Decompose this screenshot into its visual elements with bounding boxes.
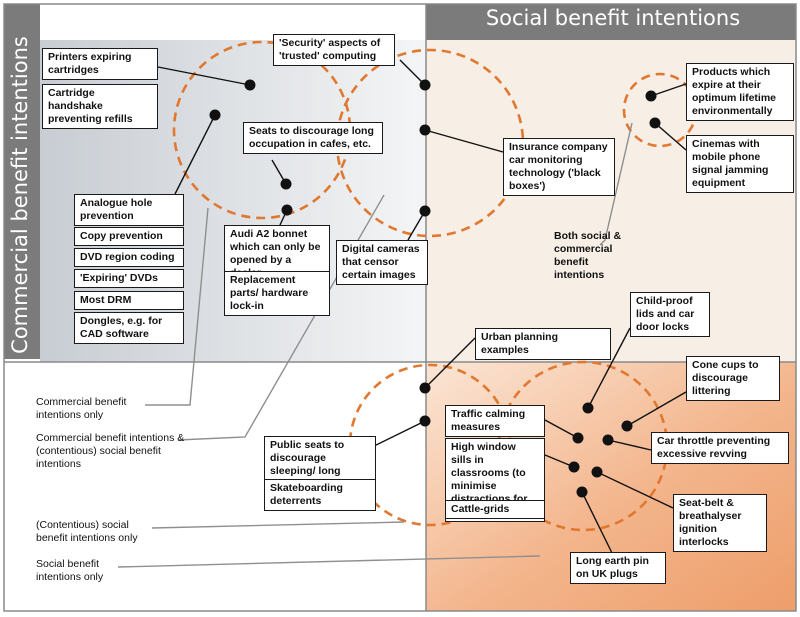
leader-both [599, 122, 633, 246]
legend-social-only: Social benefit intentions only [36, 558, 104, 583]
legend-contentious-social: (Contentious) social benefit intentions … [36, 519, 138, 544]
label-cinemas: Cinemas with mobile phone signal jamming… [686, 135, 794, 193]
dot-insurance [419, 124, 431, 136]
dot-earthpin [576, 486, 588, 498]
connector-traffic [544, 419, 579, 439]
connector-cinemas [654, 122, 687, 151]
label-throttle: Car throttle preventing excessive revvin… [651, 432, 789, 464]
dot-cone [621, 420, 633, 432]
commercial-header-band [4, 4, 40, 359]
dot-traffic [572, 432, 584, 444]
commercial-benefit-header-wrap: Commercial benefit intentions [5, 35, 35, 355]
connector-earthpin [581, 491, 613, 554]
label-traffic: Traffic calming measures [445, 405, 545, 437]
dot-public-seats [419, 415, 431, 427]
dot-childproof [582, 402, 594, 414]
label-security: 'Security' aspects of 'trusted' computin… [273, 34, 395, 66]
label-copy: Copy prevention [74, 227, 184, 246]
dot-urban [419, 382, 431, 394]
social-header-band [426, 4, 796, 40]
label-insurance: Insurance company car monitoring technol… [503, 138, 615, 196]
dot-cameras [419, 205, 431, 217]
dot-seatbelt [591, 466, 603, 478]
connector-urban [424, 337, 476, 389]
social-benefit-header: Social benefit intentions [485, 6, 741, 30]
label-seatbelt: Seat-belt & breathalyser ignition interl… [673, 494, 767, 552]
dot-printers [244, 79, 256, 91]
legend-both: Both social & commercial benefit intenti… [554, 230, 622, 281]
leader-commercial-only [145, 207, 209, 406]
connector-childproof [587, 327, 631, 409]
connector-seatbelt [596, 471, 674, 509]
dot-window [568, 461, 580, 473]
label-earthpin: Long earth pin on UK plugs [570, 552, 666, 584]
connector-public-seats [369, 420, 426, 449]
label-urban: Urban planning examples [475, 328, 611, 360]
label-cone: Cone cups to discourage littering [686, 356, 780, 401]
connector-throttle [607, 439, 652, 451]
label-childproof: Child-proof lids and car door locks [630, 292, 710, 337]
label-dongles: Dongles, e.g. for CAD software [74, 312, 184, 344]
connector-analogue [174, 114, 216, 195]
dot-cartridge [209, 109, 221, 121]
leader-social-only [117, 555, 541, 568]
dot-audi [281, 204, 293, 216]
dot-seats-cafe [280, 178, 292, 190]
label-cameras: Digital cameras that censor certain imag… [336, 240, 428, 285]
connector-cameras [407, 210, 426, 241]
connector-cone [626, 391, 687, 427]
connector-products [650, 83, 687, 97]
label-skate: Skateboarding deterrents [264, 479, 376, 511]
outer-frame [3, 3, 797, 612]
label-drm: Most DRM [74, 291, 184, 310]
dot-security [419, 79, 431, 91]
leader-contentious-social [151, 521, 405, 529]
label-dvd-region: DVD region coding [74, 248, 184, 267]
dot-throttle [602, 434, 614, 446]
legend-contentious: Commercial benefit intentions & (content… [36, 432, 185, 470]
connector-insurance [424, 129, 504, 153]
label-cattle: Cattle-grids [445, 500, 545, 519]
legend-commercial-only: Commercial benefit intentions only [36, 396, 127, 421]
label-replacement: Replacement parts/ hardware lock-in [224, 271, 330, 316]
label-seats-cafe: Seats to discourage long occupation in c… [243, 122, 383, 154]
label-expiring-dvds: 'Expiring' DVDs [74, 269, 184, 288]
connector-printers [157, 66, 251, 86]
commercial-benefit-header: Commercial benefit intentions [8, 36, 32, 354]
dot-cinemas [649, 117, 661, 129]
dot-products [645, 90, 657, 102]
label-analogue: Analogue hole prevention [74, 194, 184, 226]
label-cartridge: Cartridge handshake preventing refills [42, 84, 158, 129]
connector-security [399, 59, 426, 86]
label-products: Products which expire at their optimum l… [686, 63, 794, 121]
label-printers: Printers expiring cartridges [42, 48, 158, 80]
